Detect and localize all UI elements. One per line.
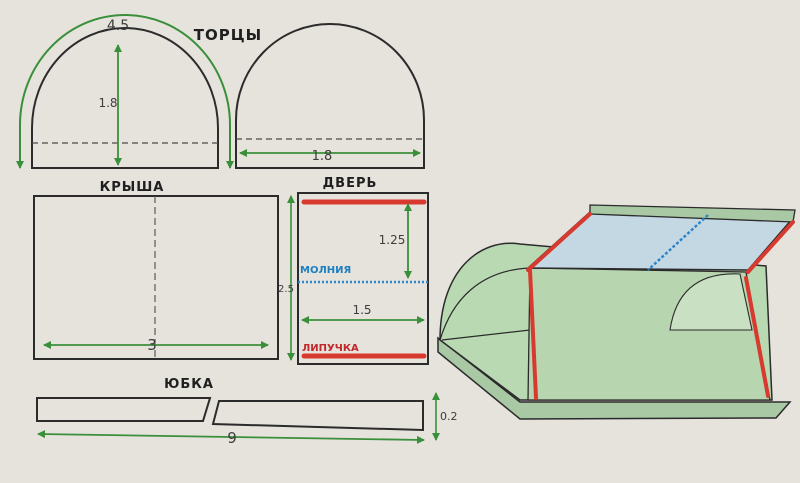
skirt-length-dimension-arrow	[37, 430, 425, 444]
zipper-label: МОЛНИЯ	[300, 265, 351, 276]
velcro-label: ЛИПУЧКА	[302, 343, 359, 354]
roof-outline	[33, 195, 279, 360]
door-width-value: 1.5	[352, 303, 371, 317]
ends-title: ТОРЦЫ	[194, 26, 262, 44]
skirt-right-strip	[211, 400, 424, 432]
end-piece-left-outline	[31, 27, 219, 169]
end-height-value: 1.8	[98, 96, 117, 110]
skirt-pieces: ЮБКА 0.2 9	[36, 377, 458, 447]
tent-roof-zipper	[647, 214, 709, 271]
roof-length-value: 3	[147, 336, 157, 354]
end-piece-left: 4.5 1.8	[16, 14, 234, 169]
skirt-left-strip	[36, 397, 212, 422]
tent-inner-arch	[669, 273, 753, 331]
assembled-tent-illustration	[437, 204, 796, 420]
tent-base-skirt	[437, 336, 792, 420]
end-width-value: 1.8	[312, 149, 333, 164]
door-piece: ДВЕРЬ 1.25 2.5 1.5 МОЛНИЯ ЛИПУЧКА	[278, 176, 429, 365]
end-piece-right-outline	[235, 23, 425, 169]
end-piece-right: 1.8	[235, 23, 425, 169]
door-outline	[297, 192, 429, 365]
end-arc-value: 4.5	[107, 18, 129, 34]
roof-title: КРЫША	[100, 180, 165, 195]
end-arc-dimension-arrow	[16, 14, 234, 169]
tent-velcro-left-edge	[526, 212, 592, 400]
roof-piece: КРЫША 3	[33, 180, 279, 360]
tent-velcro-right-edge	[744, 220, 795, 398]
door-upper-value: 1.25	[379, 233, 406, 247]
skirt-title: ЮБКА	[164, 377, 214, 392]
door-height-value: 2.5	[278, 284, 294, 295]
door-title: ДВЕРЬ	[323, 176, 378, 191]
tent-dome-contour	[439, 267, 531, 341]
skirt-length-value: 9	[227, 429, 237, 447]
skirt-height-value: 0.2	[440, 410, 458, 423]
